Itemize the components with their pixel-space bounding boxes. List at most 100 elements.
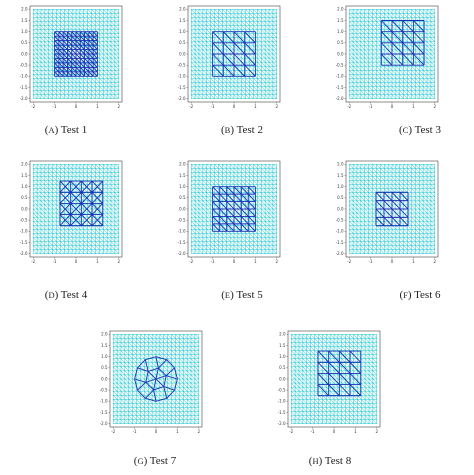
mesh-line: [214, 241, 219, 246]
mesh-line: [337, 415, 342, 420]
mesh-line: [171, 358, 176, 363]
mesh-line: [294, 366, 300, 372]
mesh-line: [44, 41, 49, 47]
mesh-line: [194, 184, 200, 189]
mesh-line: [106, 188, 112, 193]
mesh-line: [430, 61, 435, 67]
mesh-line: [116, 338, 122, 343]
mesh-line: [124, 391, 129, 396]
mesh-line: [167, 334, 172, 339]
mesh-line: [360, 82, 365, 87]
mesh-line: [364, 399, 370, 404]
mesh-line: [175, 362, 180, 367]
mesh-line: [426, 168, 432, 173]
mesh-line: [364, 86, 369, 91]
x-tick-label: -1: [369, 259, 373, 264]
mesh-edge: [328, 373, 340, 385]
mesh-line: [415, 66, 420, 71]
mesh-line: [349, 82, 354, 87]
mesh-line: [372, 45, 377, 51]
mesh-line: [356, 49, 362, 55]
mesh-line: [245, 188, 250, 193]
mesh-line: [415, 74, 420, 79]
mesh-line: [202, 33, 207, 38]
mesh-line: [272, 49, 277, 55]
mesh-line: [341, 370, 346, 376]
mesh-line: [95, 90, 100, 95]
mesh-edge: [163, 386, 168, 399]
caption-letter: E: [224, 290, 231, 300]
mesh-line: [245, 164, 250, 169]
mesh-line: [186, 358, 192, 363]
mesh-line: [387, 33, 393, 38]
mesh-line: [128, 342, 133, 347]
mesh-line: [422, 188, 428, 193]
mesh-line: [214, 25, 219, 30]
mesh-line: [132, 362, 137, 367]
mesh-line: [345, 415, 350, 420]
mesh-line: [226, 249, 231, 254]
y-tick-label: -0.5: [178, 63, 186, 68]
mesh-line: [349, 229, 354, 234]
mesh-line: [214, 86, 219, 91]
caption-label: (A) Test 1: [44, 124, 88, 136]
mesh-line: [349, 49, 354, 55]
mesh-line: [403, 94, 408, 99]
mesh-line: [310, 334, 315, 339]
mesh-line: [430, 78, 435, 83]
mesh-line: [272, 9, 277, 14]
mesh-line: [376, 41, 381, 47]
mesh-line: [71, 66, 77, 71]
mesh-line: [422, 249, 428, 254]
mesh-line: [376, 9, 381, 14]
mesh-line: [64, 233, 69, 238]
mesh-line: [291, 419, 296, 424]
mesh-line: [419, 90, 424, 95]
mesh-line: [214, 82, 219, 87]
mesh-line: [167, 362, 172, 367]
mesh-line: [368, 233, 373, 238]
mesh-line: [407, 90, 412, 95]
mesh-line: [261, 9, 266, 14]
mesh-line: [364, 415, 370, 420]
mesh-line: [391, 78, 397, 83]
x-tick-label: 0: [75, 259, 78, 264]
mesh-line: [40, 53, 46, 59]
mesh-line: [71, 78, 77, 83]
mesh-line: [163, 407, 168, 412]
y-tick-label: 1.5: [21, 18, 28, 23]
mesh-line: [302, 378, 307, 384]
mesh-line: [245, 208, 250, 214]
mesh-line: [426, 70, 432, 75]
mesh-line: [272, 204, 277, 210]
mesh-line: [364, 386, 370, 392]
mesh-line: [356, 176, 362, 181]
mesh-line: [99, 90, 104, 95]
mesh-line: [361, 419, 366, 424]
mesh-line: [103, 208, 108, 214]
mesh-line: [356, 13, 362, 18]
mesh-line: [83, 237, 88, 242]
mesh-edge: [75, 49, 81, 55]
mesh-line: [380, 229, 385, 234]
mesh-line: [191, 37, 196, 42]
mesh-line: [214, 17, 219, 22]
mesh-line: [241, 196, 246, 202]
x-tick-label: 2: [118, 104, 121, 109]
mesh-line: [40, 249, 46, 254]
mesh-line: [194, 53, 200, 59]
mesh-line: [218, 196, 223, 202]
mesh-line: [40, 33, 46, 38]
mesh-line: [202, 233, 207, 238]
mesh-line: [353, 403, 358, 408]
mesh-line: [333, 411, 339, 416]
mesh-edge: [59, 191, 71, 204]
mesh-line: [52, 188, 57, 193]
mesh-line: [83, 78, 88, 83]
mesh-line: [206, 33, 211, 38]
mesh-line: [44, 229, 49, 234]
mesh-edge: [58, 31, 64, 37]
mesh-line: [210, 168, 215, 173]
mesh-line: [322, 342, 327, 347]
mesh-line: [226, 70, 231, 75]
